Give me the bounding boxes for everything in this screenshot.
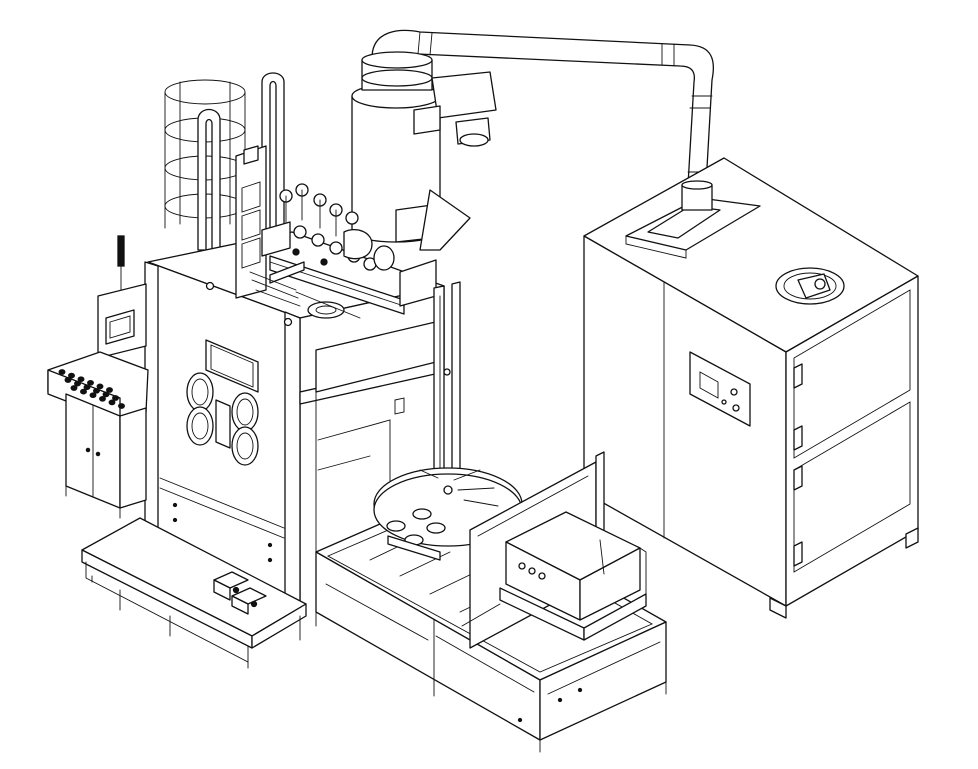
console-button xyxy=(93,387,100,394)
console-button xyxy=(80,388,87,395)
console-button xyxy=(58,369,66,375)
rotary-table-cart xyxy=(315,451,667,753)
console-button xyxy=(77,376,85,383)
blast-bay-frame xyxy=(299,281,461,611)
top-manipulator xyxy=(235,145,437,319)
console-button xyxy=(96,383,104,390)
step-platform xyxy=(81,517,307,669)
console-button xyxy=(106,387,113,393)
operator-console xyxy=(47,235,149,519)
console-button xyxy=(89,392,97,399)
console-button xyxy=(70,385,78,391)
console-button xyxy=(64,377,72,383)
signal-tower-light xyxy=(117,235,125,267)
safety-cage xyxy=(164,72,285,251)
console-button xyxy=(108,399,116,406)
dust-collector xyxy=(583,157,919,619)
console-button xyxy=(83,384,91,391)
console-button xyxy=(99,395,106,402)
console-button xyxy=(118,403,125,409)
control-panel-buttons xyxy=(58,369,125,409)
console-button xyxy=(87,379,94,386)
console-button xyxy=(74,380,81,387)
console-button xyxy=(68,372,75,379)
cyclone-filter xyxy=(351,51,497,251)
console-button xyxy=(112,395,119,401)
console-button xyxy=(102,391,110,398)
touchscreen-display xyxy=(105,309,135,345)
